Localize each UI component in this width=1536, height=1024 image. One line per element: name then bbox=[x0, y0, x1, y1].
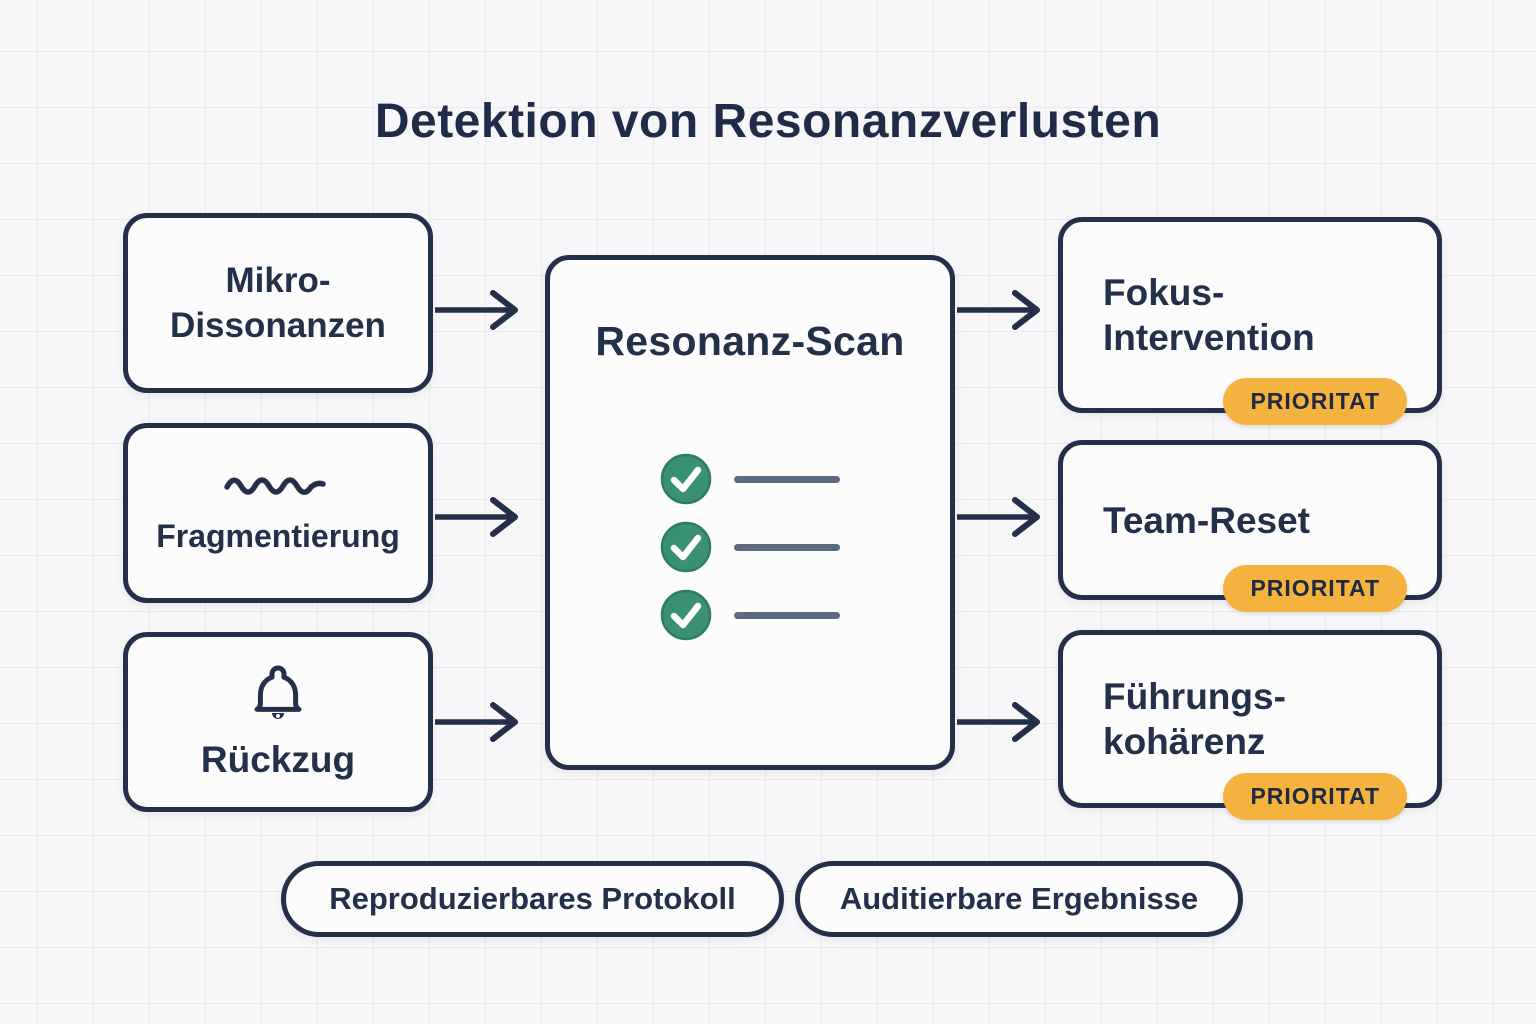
output-node-team-reset: Team-Reset PRIORITAT bbox=[1058, 440, 1442, 612]
input-node-mikro-dissonanzen: Mikro- Dissonanzen bbox=[123, 213, 433, 393]
input-label: Rückzug bbox=[200, 738, 356, 780]
output-label: Fokus- Intervention bbox=[1103, 272, 1315, 358]
flow-arrow bbox=[957, 290, 1040, 330]
flow-arrow bbox=[957, 702, 1040, 742]
checklist-line bbox=[734, 543, 840, 551]
process-title: Resonanz-Scan bbox=[595, 318, 905, 364]
check-circle-icon bbox=[660, 589, 712, 641]
input-node-rueckzug: Rückzug bbox=[123, 632, 433, 812]
flow-arrow bbox=[435, 702, 518, 742]
output-node-fokus-intervention: Fokus- Intervention PRIORITAT bbox=[1058, 217, 1442, 425]
checklist-row bbox=[660, 589, 840, 641]
checklist-line bbox=[734, 475, 840, 483]
checklist-row bbox=[660, 521, 840, 573]
input-label: Mikro- Dissonanzen bbox=[170, 261, 386, 345]
output-node-fuehrungskohaerenz: Führungs- kohärenz PRIORITAT bbox=[1058, 630, 1442, 820]
process-node-resonanz-scan: Resonanz-Scan bbox=[545, 255, 955, 770]
output-label: Führungs- kohärenz bbox=[1103, 676, 1286, 762]
flow-arrow bbox=[435, 497, 518, 537]
priority-badge: PRIORITAT bbox=[1223, 565, 1407, 612]
input-node-fragmentierung: Fragmentierung bbox=[123, 423, 433, 603]
footer-pill-ergebnisse: Auditierbare Ergebnisse bbox=[795, 861, 1243, 937]
wave-icon bbox=[220, 468, 336, 502]
input-label: Fragmentierung bbox=[156, 517, 400, 554]
page-title: Detektion von Resonanzverlusten bbox=[374, 95, 1162, 148]
priority-badge: PRIORITAT bbox=[1223, 378, 1407, 425]
checklist-line bbox=[734, 611, 840, 619]
check-circle-icon bbox=[660, 453, 712, 505]
footer-pill-protokoll: Reproduzierbares Protokoll bbox=[281, 861, 784, 937]
checklist bbox=[660, 453, 840, 641]
flow-arrow bbox=[435, 290, 518, 330]
check-circle-icon bbox=[660, 521, 712, 573]
checklist-row bbox=[660, 453, 840, 505]
flow-arrow bbox=[957, 497, 1040, 537]
priority-badge: PRIORITAT bbox=[1223, 773, 1407, 820]
output-label: Team-Reset bbox=[1103, 499, 1311, 541]
bell-icon bbox=[250, 663, 306, 725]
